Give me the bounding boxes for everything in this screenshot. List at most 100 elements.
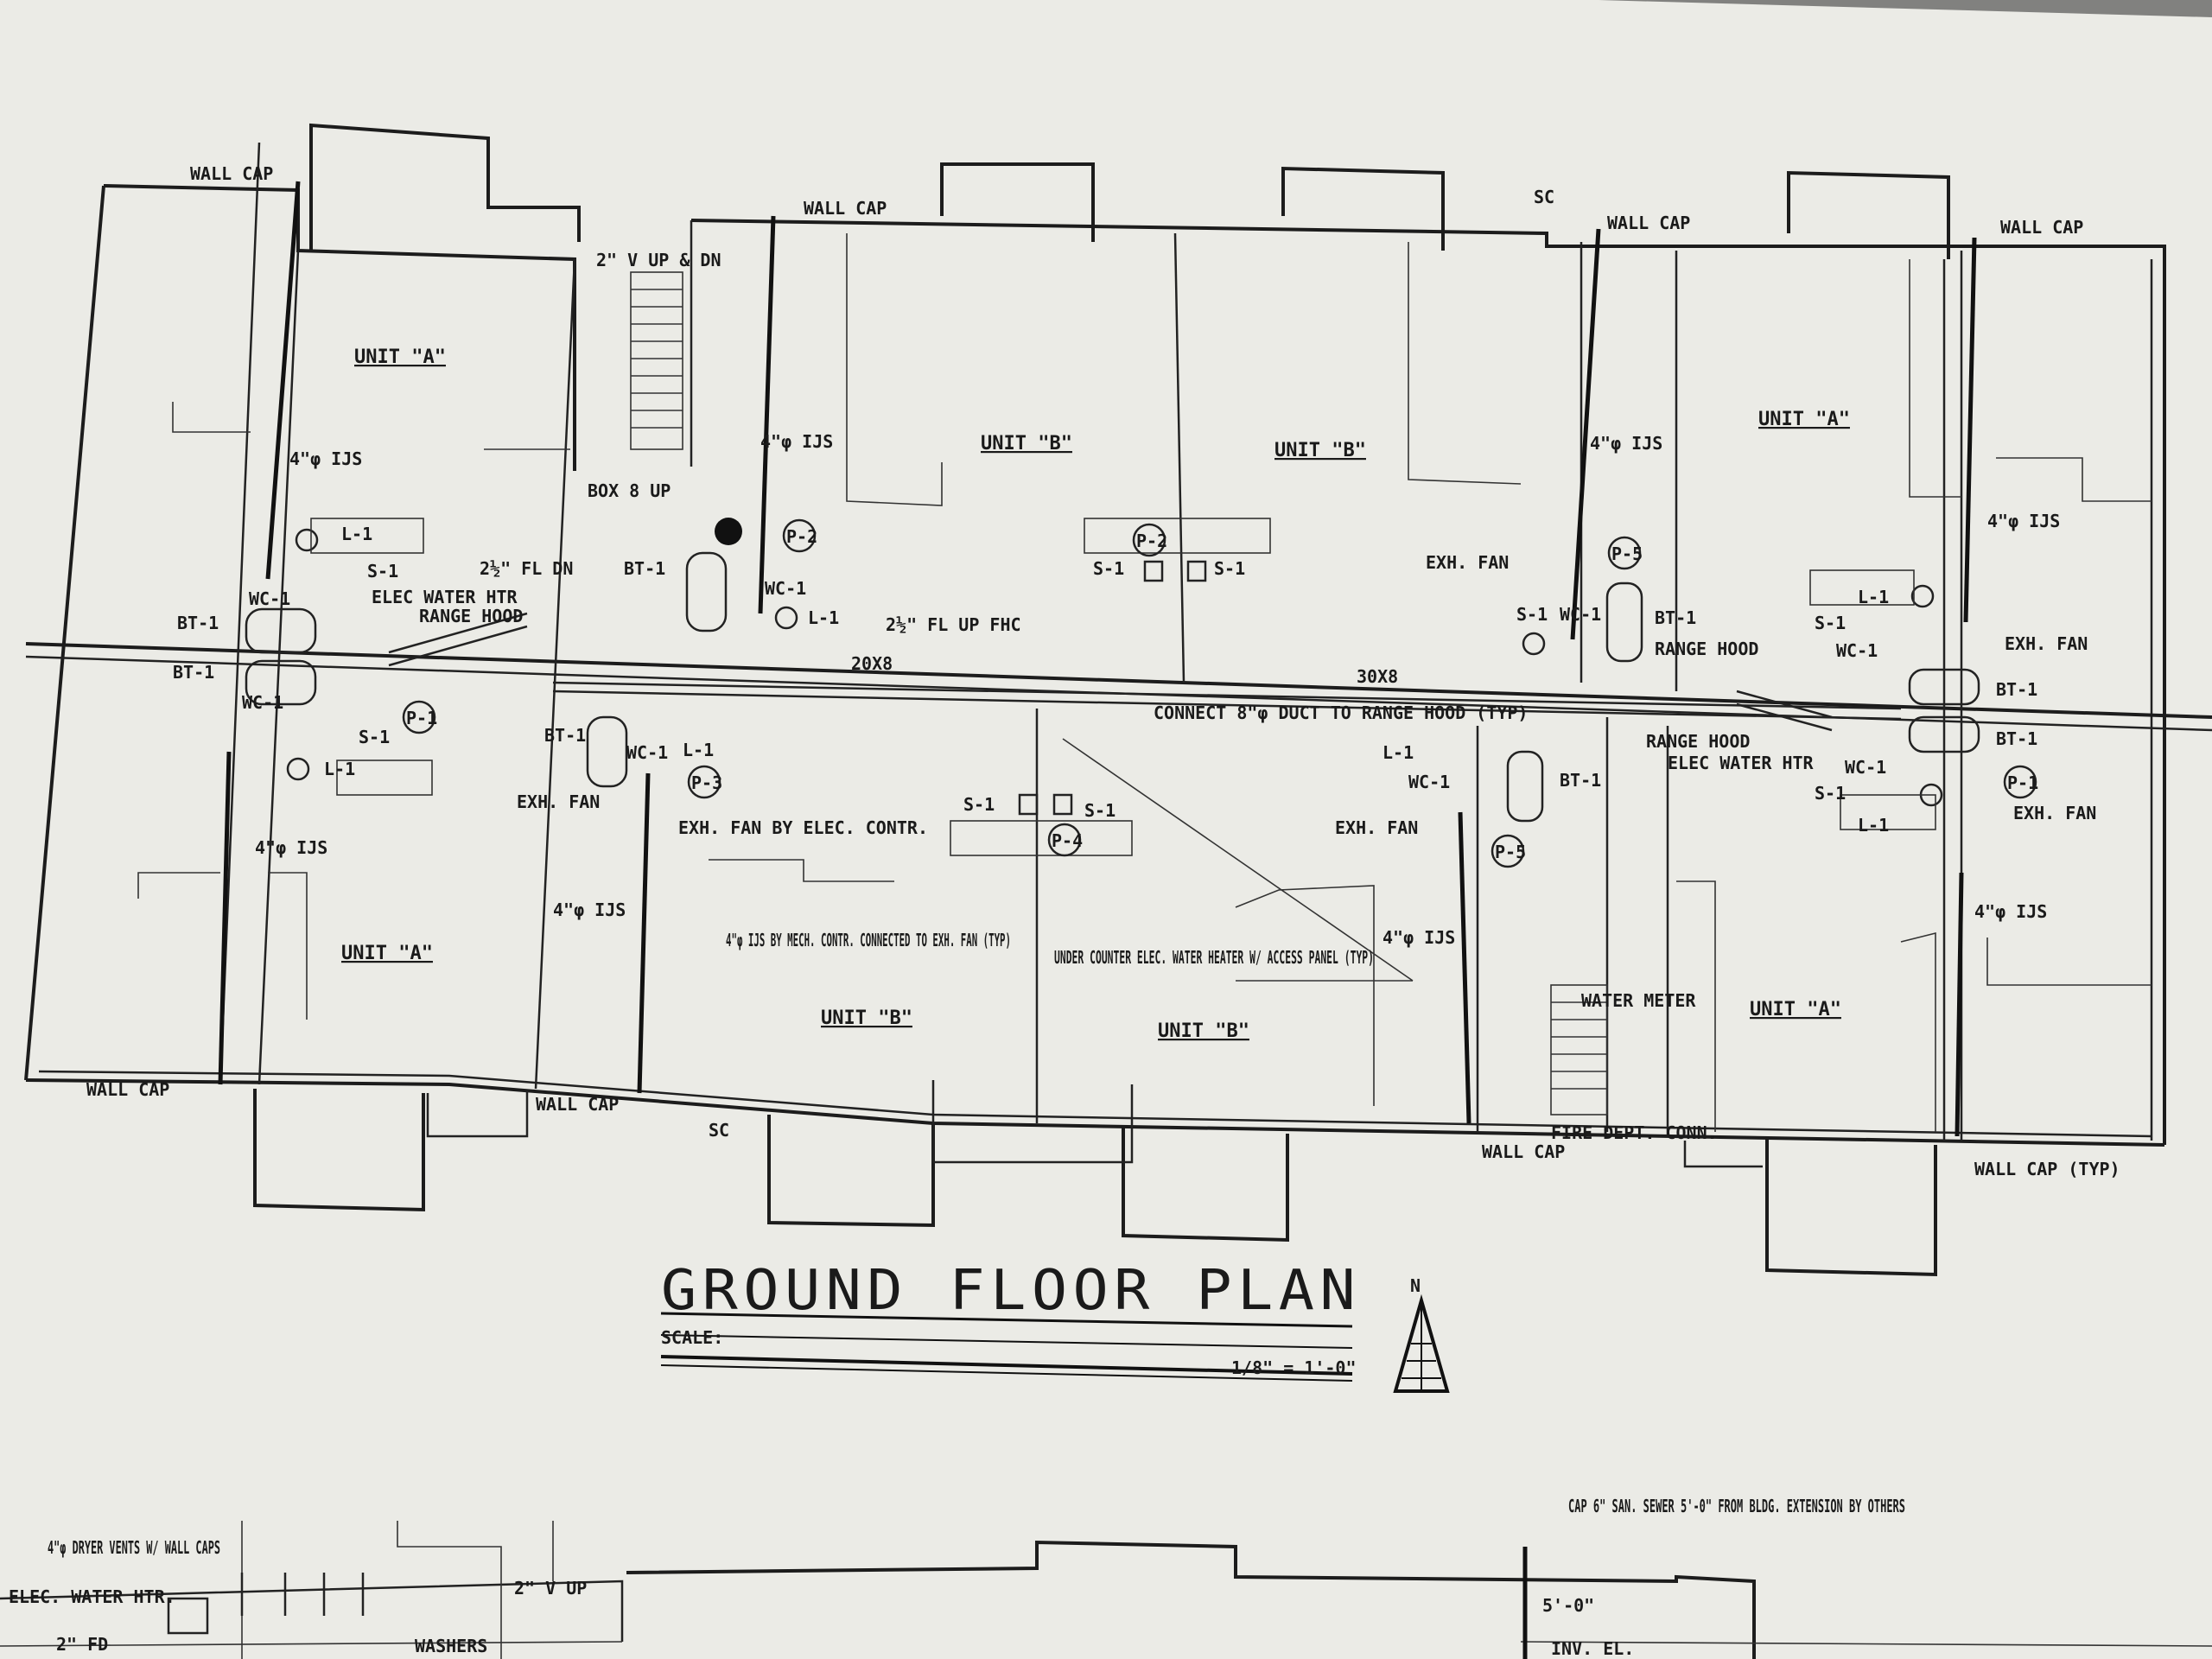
- connect-duct-label: CONNECT 8"φ DUCT TO RANGE HOOD (TYP): [1154, 702, 1528, 723]
- dryer-vents-label: 4"φ DRYER VENTS W/ WALL CAPS: [48, 1537, 220, 1558]
- exh-fan-label: EXH. FAN: [2005, 633, 2088, 654]
- fixture-tag: P-2: [786, 526, 817, 547]
- fixture-tag: BT-1: [1996, 679, 2037, 700]
- unit-label: UNIT "B": [981, 433, 1072, 454]
- exh-fan-label: EXH. FAN: [1426, 552, 1509, 573]
- wall-cap-label: WALL CAP: [2000, 217, 2083, 238]
- annotations: WALL CAP WALL CAP WALL CAP WALL CAP WALL…: [86, 163, 2120, 1179]
- fixture-tag: S-1: [1815, 783, 1846, 804]
- fixture-tag: P-5: [1611, 543, 1643, 564]
- ijs-label: 4"φ IJS: [1382, 927, 1455, 948]
- fixture-tag: P-5: [1495, 842, 1526, 862]
- fixture-tag: WC-1: [1560, 604, 1601, 625]
- unit-label: UNIT "A": [354, 346, 446, 368]
- ijs-label: 4"φ IJS: [255, 837, 327, 858]
- unit-label: UNIT "B": [821, 1007, 912, 1029]
- duct-size-label: 20X8: [851, 653, 893, 674]
- ijs-label: 4"φ IJS: [1987, 511, 2060, 531]
- v-up-label: 2" V UP: [514, 1578, 587, 1599]
- fixture-tag: S-1: [1815, 613, 1846, 633]
- fixture-tag: WC-1: [242, 692, 283, 713]
- scale-label: SCALE:: [661, 1327, 723, 1348]
- fl-dn-label: 2½" FL DN: [480, 558, 573, 579]
- wall-cap-label: WALL CAP: [536, 1094, 619, 1115]
- wall-cap-label: WALL CAP: [1607, 213, 1690, 233]
- sc-label: SC: [709, 1120, 729, 1141]
- lower-plan-labels: 4"φ DRYER VENTS W/ WALL CAPS ELEC. WATER…: [9, 1496, 1905, 1659]
- fixture-tag: P-2: [1136, 531, 1167, 551]
- elec-water-htr-label: ELEC. WATER HTR.: [9, 1586, 175, 1607]
- vent-label: 2" V UP & DN: [596, 250, 721, 270]
- north-label: N: [1410, 1275, 1421, 1296]
- exh-fan-label: EXH. FAN: [2013, 803, 2096, 823]
- range-hood-label: RANGE HOOD: [1655, 639, 1758, 659]
- title-block: GROUND FLOOR PLAN SCALE: 1/8" = 1'-0" N: [661, 1259, 1421, 1378]
- fixture-tag: P-1: [2007, 772, 2038, 793]
- unit-label: UNIT "B": [1158, 1020, 1249, 1042]
- elec-water-htr-label: ELEC WATER HTR: [372, 587, 518, 607]
- cap-sewer-label: CAP 6" SAN. SEWER 5'-0" FROM BLDG. EXTEN…: [1568, 1496, 1905, 1516]
- elec-water-htr-label: ELEC WATER HTR: [1668, 753, 1815, 773]
- fixture-tag: BT-1: [1560, 770, 1601, 791]
- fixture-tag: BT-1: [173, 662, 214, 683]
- washers-label: WASHERS: [415, 1636, 487, 1656]
- fixture-tag: WC-1: [1836, 640, 1878, 661]
- fixture-tag: P-1: [406, 708, 437, 728]
- ijs-label: 4"φ IJS: [289, 448, 362, 469]
- fixture-tag: P-4: [1052, 830, 1083, 851]
- unit-label: UNIT "B": [1274, 440, 1366, 461]
- wall-cap-label: WALL CAP: [804, 198, 887, 219]
- fixture-tag: BT-1: [624, 558, 665, 579]
- water-meter-label: WATER METER: [1581, 990, 1696, 1011]
- fd-label: 2" FD: [56, 1634, 108, 1655]
- fixture-tag: S-1: [1084, 800, 1116, 821]
- fixture-tag: S-1: [1093, 558, 1124, 579]
- unit-labels: UNIT "A" UNIT "B" UNIT "B" UNIT "A" UNIT…: [341, 346, 1850, 1042]
- fixture-tag: S-1: [367, 561, 398, 582]
- wall-cap-typ-label: WALL CAP (TYP): [1974, 1159, 2120, 1179]
- five-ft-label: 5'-0": [1542, 1595, 1594, 1616]
- building-outline: [0, 123, 2212, 1659]
- fixture-tag: WC-1: [1408, 772, 1450, 792]
- fixture-tag: BT-1: [1655, 607, 1696, 628]
- wall-cap-label: WALL CAP: [1482, 1141, 1565, 1162]
- exh-fan-by-elec-label: EXH. FAN BY ELEC. CONTR.: [678, 817, 928, 838]
- fixture-tag: S-1: [1516, 604, 1548, 625]
- unit-label: UNIT "A": [1750, 999, 1841, 1020]
- fixture-tag: WC-1: [765, 578, 806, 599]
- fixture-tag: L-1: [808, 607, 839, 628]
- fixture-tag: BT-1: [177, 613, 219, 633]
- duct-size-label: 30X8: [1357, 666, 1398, 687]
- fixture-tag: L-1: [324, 759, 355, 779]
- fire-dept-conn-label: FIRE DEPT. CONN.: [1551, 1122, 1718, 1143]
- fixture-tag: S-1: [359, 727, 390, 747]
- fixture-tag: WC-1: [626, 742, 668, 763]
- fixture-tag: WC-1: [249, 588, 290, 609]
- unit-label: UNIT "A": [1758, 409, 1850, 430]
- fl-up-label: 2½" FL UP FHC: [886, 614, 1021, 635]
- scale-value: 1/8" = 1'-0": [1231, 1357, 1357, 1378]
- wall-cap-label: WALL CAP: [86, 1079, 169, 1100]
- box-up-label: BOX 8 UP: [588, 480, 671, 501]
- fixture-tag: S-1: [1214, 558, 1245, 579]
- fixture-tag: L-1: [341, 524, 372, 544]
- fixture-tags: BT-1 WC-1 L-1 S-1 BT-1 WC-1 S-1 L-1 BT-1…: [173, 524, 2038, 862]
- fixture-tag: L-1: [1858, 587, 1889, 607]
- fixture-tag: L-1: [1382, 742, 1414, 763]
- ijs-label: 4"φ IJS: [760, 431, 833, 452]
- fixture-tag: BT-1: [544, 725, 586, 746]
- sc-label: SC: [1534, 187, 1554, 207]
- under-counter-label: UNDER COUNTER ELEC. WATER HEATER W/ ACCE…: [1054, 947, 1374, 968]
- wall-cap-label: WALL CAP: [190, 163, 273, 184]
- unit-label: UNIT "A": [341, 943, 433, 964]
- ijs-label: 4"φ IJS: [1590, 433, 1662, 454]
- exh-fan-label: EXH. FAN: [517, 791, 600, 812]
- range-hood-label: RANGE HOOD: [1646, 731, 1750, 752]
- fixture-tag: WC-1: [1845, 757, 1886, 778]
- exh-fan-label: EXH. FAN: [1335, 817, 1418, 838]
- fixture-tag: BT-1: [1996, 728, 2037, 749]
- page-title: GROUND FLOOR PLAN: [661, 1259, 1361, 1323]
- fixture-tag: S-1: [963, 794, 995, 815]
- fixture-tag: L-1: [1858, 815, 1889, 836]
